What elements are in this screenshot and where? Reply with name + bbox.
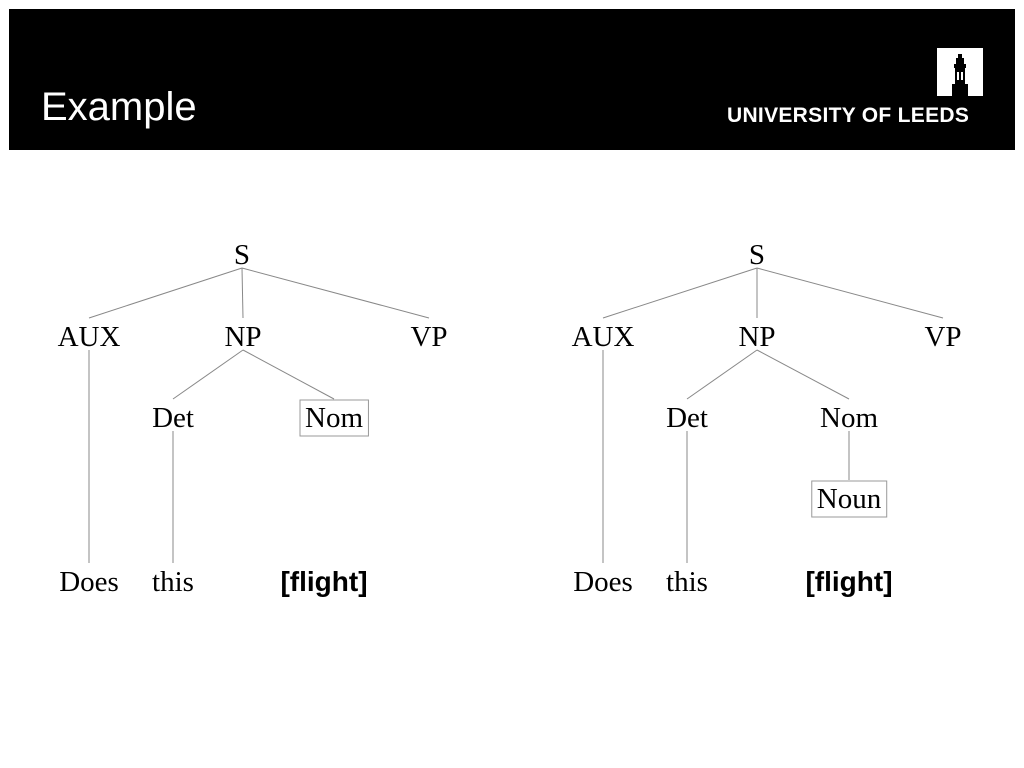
tree-node-noun: Noun [817,483,882,515]
tree-node-vp: VP [410,321,447,353]
tree-node-aux: AUX [58,321,121,353]
slide-title: Example [41,85,197,129]
tree-edge-np-nom [756,349,850,400]
tree-word-this: this [152,566,194,598]
tree-node-aux: AUX [572,321,635,353]
tree-edge-np-det [686,349,758,400]
highlight-box-nom [299,399,369,437]
tree-node-det: Det [152,402,194,434]
tree-edge-s-vp [241,267,430,319]
highlight-box-noun [811,480,888,518]
parkinson-tower-icon [937,48,983,96]
slide-header: Example UNIVERSITY OF LEEDS [9,9,1015,150]
tree-edge-s-aux [602,267,758,319]
tree-word-does: Does [573,566,633,598]
tree-edge-s-vp [756,267,944,319]
tree-edge-np-det [172,349,244,400]
tree-word-does: Does [59,566,119,598]
tree-node-np: NP [224,321,261,353]
tree-word-flight: [flight] [805,566,892,597]
tree-node-nom: Nom [305,402,363,434]
tree-node-nom: Nom [820,402,878,434]
tree-node-s: S [234,239,250,271]
university-logo-text: UNIVERSITY OF LEEDS [727,104,970,127]
tree-edge-s-aux [88,267,243,319]
tree-edge-np-nom [242,349,335,400]
tree-node-np: NP [738,321,775,353]
tree-node-vp: VP [924,321,961,353]
tree-edge-s-np [241,267,244,319]
tree-node-s: S [749,239,765,271]
tree-node-det: Det [666,402,708,434]
tree-word-this: this [666,566,708,598]
tree-word-flight: [flight] [280,566,367,597]
